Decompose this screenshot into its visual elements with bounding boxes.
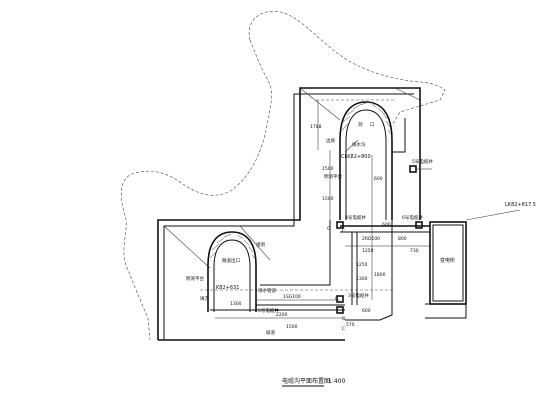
label-dome-lower: 隧道出口 — [222, 257, 240, 264]
leader-right-station — [465, 209, 521, 221]
label-cable-3: 3号电缆井 — [348, 292, 369, 299]
diagonal-edge-top — [394, 87, 421, 101]
label-side-a: 边坡 — [326, 137, 335, 144]
tunnel-portal-upper-inner — [345, 109, 387, 220]
marker-g2: G — [342, 316, 346, 322]
dim-text-h10: 800 — [398, 236, 407, 242]
dim-text-v2: 1500 — [322, 166, 334, 172]
terrain-outline-mid — [121, 39, 272, 341]
dim-text-h12: 600 — [362, 308, 371, 314]
tunnel-portal-upper-outer — [339, 101, 393, 220]
label-cable-4: 4号电缆井 — [345, 214, 366, 221]
dim-text-v3: 1500 — [322, 196, 334, 202]
dim-text-h7: 2200 — [276, 312, 288, 318]
dim-text-h14: 600 — [374, 176, 383, 182]
tunnel-portal-lower-inner — [213, 239, 251, 312]
dim-text-h9: 600 — [382, 222, 391, 228]
label-cable-5-bottom: 5号电缆井 — [258, 307, 279, 314]
label-substation: 变电所 — [440, 257, 455, 264]
label-dome-upper-a: 洞 — [358, 121, 363, 128]
wall-outline-left — [157, 87, 421, 340]
dim-text-h3: 730 — [410, 248, 419, 254]
marker-g: G — [327, 226, 331, 232]
diagonal-edge-left — [163, 225, 211, 269]
dim-text-h5: 1300 — [356, 276, 368, 282]
label-fill: 填方 — [200, 295, 209, 302]
marker-c2: C — [342, 326, 345, 332]
station-right: LK82+817.5 — [505, 202, 536, 208]
tunnel-portal-lower-outer — [207, 231, 257, 312]
label-pipe-note: 排水管道 — [258, 287, 276, 294]
manhole-6 — [415, 221, 423, 229]
wall-outline-right — [345, 118, 406, 321]
dim-text-h4: 1250 — [356, 262, 368, 268]
label-dome-upper-b: 口 — [370, 122, 375, 128]
leader-upper-station — [344, 139, 359, 153]
manhole-4 — [336, 221, 344, 229]
label-cable-5-top: 5号电缆井 — [412, 158, 433, 165]
diagonal-edge-lower — [239, 225, 271, 261]
dim-text-h2: 1250 — [362, 248, 374, 254]
dim-text-v4: 1800 — [374, 272, 386, 278]
manhole-5-bottom — [336, 306, 344, 314]
substation-block-inner — [432, 224, 464, 302]
station-upper: CLK82+800 — [341, 154, 371, 160]
diagonal-edge-upper — [299, 87, 341, 121]
wall-outline-left-inner — [163, 93, 414, 340]
drawing-title: 电缆沟平面布置图 — [282, 377, 330, 385]
label-platform-b: 明洞平台 — [324, 173, 342, 180]
manhole-5-top — [409, 165, 417, 173]
wall-outline-lower-step — [260, 220, 331, 286]
dim-text-h6: 1SG100 — [283, 294, 301, 300]
dim-text-h8: 1500 — [286, 324, 298, 330]
dim-text-h13: 1300 — [230, 301, 242, 307]
tunnel-portal-upper-hatch — [341, 102, 393, 136]
substation-base — [425, 303, 467, 319]
drawing-scale: 1:400 — [328, 378, 345, 385]
manhole-3 — [336, 295, 344, 303]
label-cable-6: 6号电缆井 — [402, 214, 423, 221]
marker-c3: C — [335, 296, 338, 302]
dim-text-v1: 1788 — [310, 124, 322, 130]
marker-c: C — [342, 228, 345, 234]
label-ramp: 坡道 — [266, 329, 275, 336]
label-platform: 明洞平台 — [186, 275, 204, 282]
dim-text-h1: 2RD100 — [362, 236, 380, 242]
station-lower: K82+631 — [216, 285, 239, 291]
label-flow-channel: 排水沟 — [352, 141, 366, 148]
label-culvert: 涵洞 — [256, 241, 265, 248]
dim-text-h11: 570 — [346, 322, 355, 328]
terrain-outline-upper — [248, 10, 446, 126]
tunnel-portal-lower-hatch — [209, 233, 257, 261]
